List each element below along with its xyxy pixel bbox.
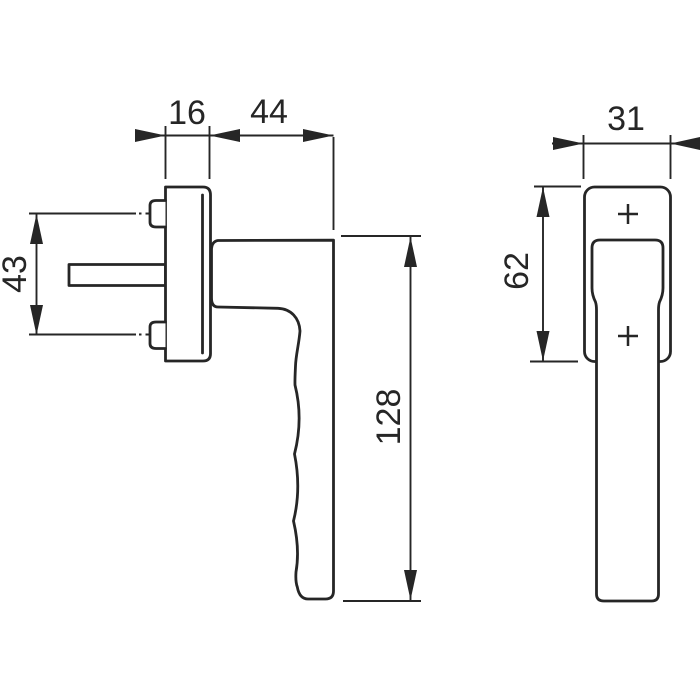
extension-lines-31: [582, 135, 672, 179]
dimension-128: 128: [341, 235, 421, 602]
arrow-right-icon: [303, 129, 334, 142]
arrow-up-icon: [404, 237, 417, 267]
screw-position-marker-upper: [618, 204, 638, 224]
dim-label-plate-width: 31: [607, 100, 645, 138]
dimension-62: 62: [498, 185, 581, 363]
dim-label-handle-length: 128: [370, 389, 408, 446]
dim-label-plate-depth: 16: [168, 94, 206, 132]
dimension-16-44: 16 44: [135, 93, 334, 142]
dim-label-screw-spacing: 43: [0, 255, 34, 293]
front-view: 31 62: [498, 100, 700, 603]
dim-label-plate-height: 62: [498, 252, 536, 290]
handle-front-profile: [590, 238, 665, 603]
arrow-up-icon: [536, 187, 550, 217]
arrow-right-icon: [553, 137, 584, 150]
dim-label-projection: 44: [250, 93, 288, 131]
spindle-shaft: [67, 263, 167, 287]
side-view: 16 44 43 128: [0, 93, 421, 602]
dimension-43: 43: [0, 212, 168, 336]
arrow-left-icon: [209, 129, 240, 142]
arrow-down-icon: [536, 331, 550, 361]
arrow-up-icon: [30, 214, 43, 244]
screw-position-marker-lower: [618, 326, 638, 346]
arrow-left-icon: [670, 137, 700, 150]
arrow-down-icon: [404, 570, 417, 600]
screw-head-lower: [148, 320, 167, 350]
dimension-31: 31: [552, 100, 700, 150]
rosette-side: [164, 185, 212, 363]
arrow-down-icon: [30, 305, 43, 335]
screw-head-upper: [148, 199, 167, 229]
handle-side-profile: [210, 238, 335, 601]
arrow-right-icon: [135, 129, 166, 142]
